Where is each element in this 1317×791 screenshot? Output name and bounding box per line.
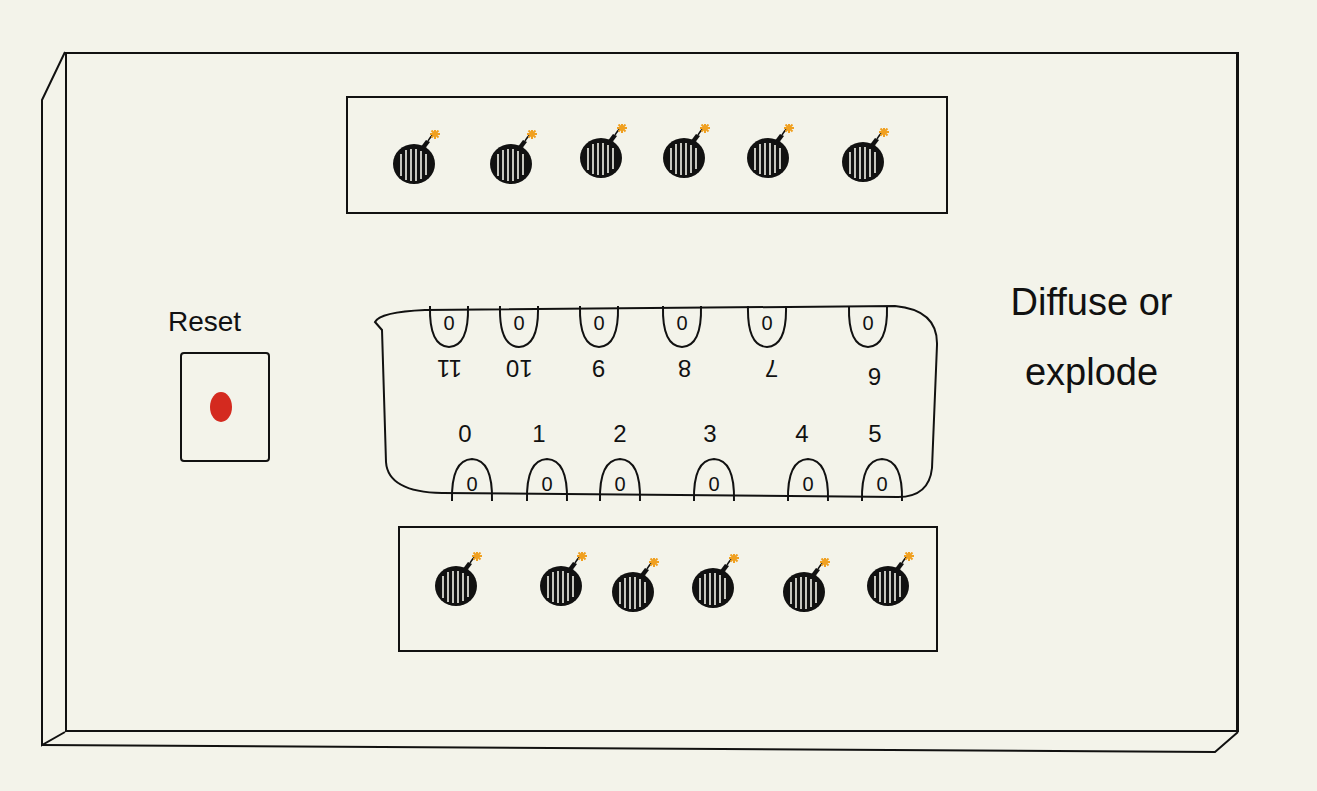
socket-number: 0 xyxy=(458,422,471,446)
socket-value: 0 xyxy=(466,474,477,494)
socket-value: 0 xyxy=(876,474,887,494)
socket: 04 xyxy=(787,457,829,501)
socket-number: 6 xyxy=(868,364,881,388)
instruction-text: Diffuse or explode xyxy=(1004,267,1179,407)
socket-value: 0 xyxy=(708,474,719,494)
socket: 09 xyxy=(578,306,620,348)
socket-value: 0 xyxy=(593,313,604,333)
socket-value: 0 xyxy=(802,474,813,494)
bomb-panel: Diffuse or explodeReset01101009080706000… xyxy=(65,52,1238,732)
socket: 03 xyxy=(693,457,735,501)
red-button xyxy=(210,392,232,422)
socket-number: 5 xyxy=(868,422,881,446)
socket-value: 0 xyxy=(443,313,454,333)
socket-number: 1 xyxy=(532,422,545,446)
socket: 02 xyxy=(599,457,641,501)
socket-value: 0 xyxy=(513,313,524,333)
socket-number: 8 xyxy=(678,356,691,380)
socket-number: 4 xyxy=(795,422,808,446)
socket-number: 7 xyxy=(765,356,778,380)
socket: 08 xyxy=(661,306,703,348)
socket-value: 0 xyxy=(862,313,873,333)
socket-value: 0 xyxy=(614,474,625,494)
socket-number: 3 xyxy=(703,422,716,446)
reset-button: Reset xyxy=(180,352,270,462)
socket-number: 2 xyxy=(613,422,626,446)
socket: 07 xyxy=(746,306,788,348)
socket: 010 xyxy=(498,306,540,348)
socket-number: 9 xyxy=(592,356,605,380)
socket-number: 11 xyxy=(437,356,462,380)
socket-number: 10 xyxy=(506,356,533,380)
socket: 05 xyxy=(861,457,903,501)
button-label: Reset xyxy=(168,308,241,336)
socket: 00 xyxy=(451,457,493,501)
socket-value: 0 xyxy=(676,313,687,333)
socket-value: 0 xyxy=(541,474,552,494)
socket-value: 0 xyxy=(761,313,772,333)
socket: 06 xyxy=(847,306,889,348)
socket: 011 xyxy=(428,306,470,348)
socket: 01 xyxy=(526,457,568,501)
